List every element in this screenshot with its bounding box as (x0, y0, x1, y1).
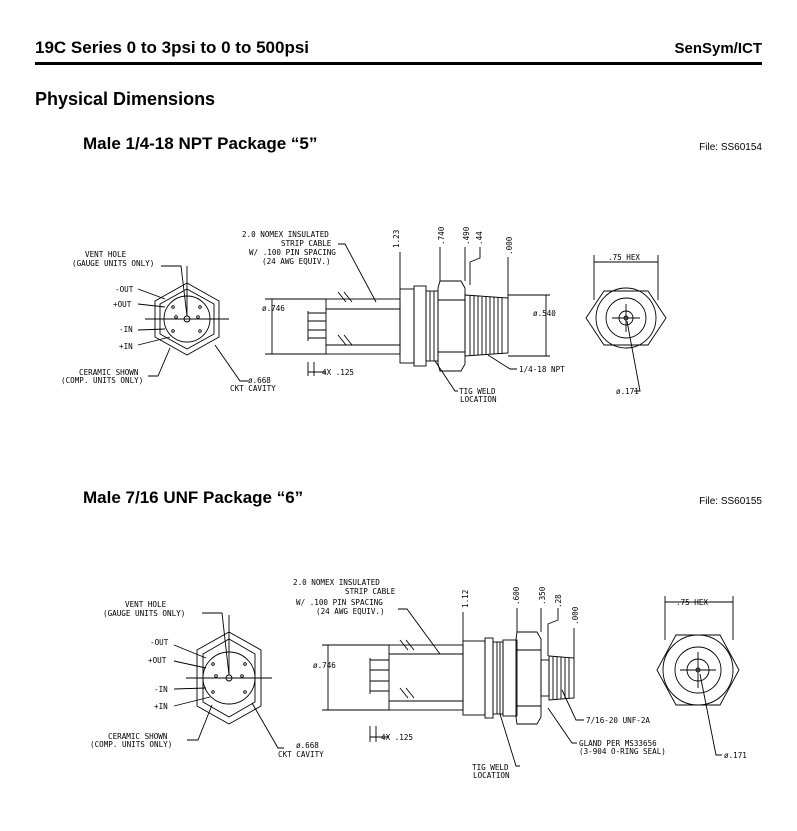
label-in-neg: -IN (119, 325, 133, 334)
brand-name: SenSym/ICT (674, 40, 762, 57)
label-cable: 2.0 NOMEX INSULATED (293, 578, 380, 587)
header-rule (35, 62, 762, 65)
label-vent-hole-note: (GAUGE UNITS ONLY) (103, 609, 185, 618)
label-ceramic: CERAMIC SHOWN (79, 368, 139, 377)
label-cable-3: W/ .100 PIN SPACING (249, 248, 336, 257)
label-ceramic-note: (COMP. UNITS ONLY) (61, 376, 143, 385)
label-cable-4: (24 AWG EQUIV.) (262, 257, 331, 266)
label-pins: 4X .125 (322, 368, 354, 377)
label-out-pos: +OUT (113, 300, 132, 309)
dia-171: ø.171 (616, 387, 639, 396)
dia-746: ø.746 (313, 661, 336, 670)
package-6-file-ref: File: SS60155 (699, 496, 762, 507)
side-view-pkg5: 2.0 NOMEX INSULATED STRIP CABLE W/ .100 … (242, 226, 565, 404)
package-5-file-ref: File: SS60154 (699, 142, 762, 153)
label-out-neg: -OUT (115, 285, 134, 294)
page-header-title: 19C Series 0 to 3psi to 0 to 500psi (35, 38, 310, 57)
section-title: Physical Dimensions (35, 89, 216, 109)
label-vent-hole: VENT HOLE (125, 600, 167, 609)
end-view-pkg5: VENT HOLE (GAUGE UNITS ONLY) -OUT +OUT -… (61, 250, 276, 393)
dim-1-23: 1.23 (392, 230, 401, 248)
label-out-pos: +OUT (148, 656, 167, 665)
label-cavity-dia: ø.668 (248, 376, 271, 385)
label-cable-2: STRIP CABLE (281, 239, 332, 248)
package-5-drawing: VENT HOLE (GAUGE UNITS ONLY) -OUT +OUT -… (61, 226, 667, 404)
label-vent-hole-note: (GAUGE UNITS ONLY) (72, 259, 154, 268)
label-hex: .75 HEX (676, 598, 708, 607)
side-view-pkg6: 2.0 NOMEX INSULATED STRIP CABLE W/ .100 … (293, 578, 666, 780)
dia-746: ø.746 (262, 304, 285, 313)
label-cable-2: STRIP CABLE (345, 587, 396, 596)
label-cavity: CKT CAVITY (278, 750, 324, 759)
label-in-pos: +IN (154, 702, 168, 711)
dim-490: .490 (462, 226, 471, 245)
label-cable-4: (24 AWG EQUIV.) (316, 607, 385, 616)
dia-171: ø.171 (724, 751, 747, 760)
label-tig-weld: TIG WELD (459, 387, 496, 396)
dia-540: ø.540 (533, 309, 556, 318)
dim-44: .44 (475, 231, 484, 245)
label-gland: GLAND PER MS33656 (579, 739, 657, 748)
end-view-pkg6: VENT HOLE (GAUGE UNITS ONLY) -OUT +OUT -… (90, 600, 324, 759)
label-hex: .75 HEX (608, 253, 640, 262)
label-in-pos: +IN (119, 342, 133, 351)
package-6-title: Male 7/16 UNF Package “6” (83, 488, 304, 507)
front-view-pkg5: .75 HEX ø.171 (585, 253, 667, 396)
label-tig-weld: TIG WELD (472, 763, 509, 772)
label-cable: 2.0 NOMEX INSULATED (242, 230, 329, 239)
label-pins: 4X .125 (381, 733, 413, 742)
label-out-neg: -OUT (150, 638, 169, 647)
dim-1-12: 1.12 (461, 590, 470, 608)
label-thread: 7/16-20 UNF-2A (586, 716, 650, 725)
label-tig-location: LOCATION (473, 771, 510, 780)
front-view-pkg6: .75 HEX ø.171 (656, 596, 747, 760)
label-thread: 1/4-18 NPT (519, 365, 565, 374)
package-6-drawing: VENT HOLE (GAUGE UNITS ONLY) -OUT +OUT -… (90, 578, 747, 780)
dim-000: .000 (571, 606, 580, 625)
label-gland-note: (3-904 O-RING SEAL) (579, 747, 666, 756)
dim-350: .350 (538, 586, 547, 605)
dim-28: .28 (554, 594, 563, 608)
label-tig-location: LOCATION (460, 395, 497, 404)
package-5-title: Male 1/4-18 NPT Package “5” (83, 134, 318, 153)
label-cavity: CKT CAVITY (230, 384, 276, 393)
dim-740: .740 (437, 226, 446, 245)
label-cavity-dia: ø.668 (296, 741, 319, 750)
label-vent-hole: VENT HOLE (85, 250, 127, 259)
label-in-neg: -IN (154, 685, 168, 694)
dim-000: .000 (505, 236, 514, 255)
dim-600: .600 (512, 586, 521, 605)
label-cable-3: W/ .100 PIN SPACING (296, 598, 383, 607)
label-ceramic-note: (COMP. UNITS ONLY) (90, 740, 172, 749)
label-ceramic: CERAMIC SHOWN (108, 732, 168, 741)
